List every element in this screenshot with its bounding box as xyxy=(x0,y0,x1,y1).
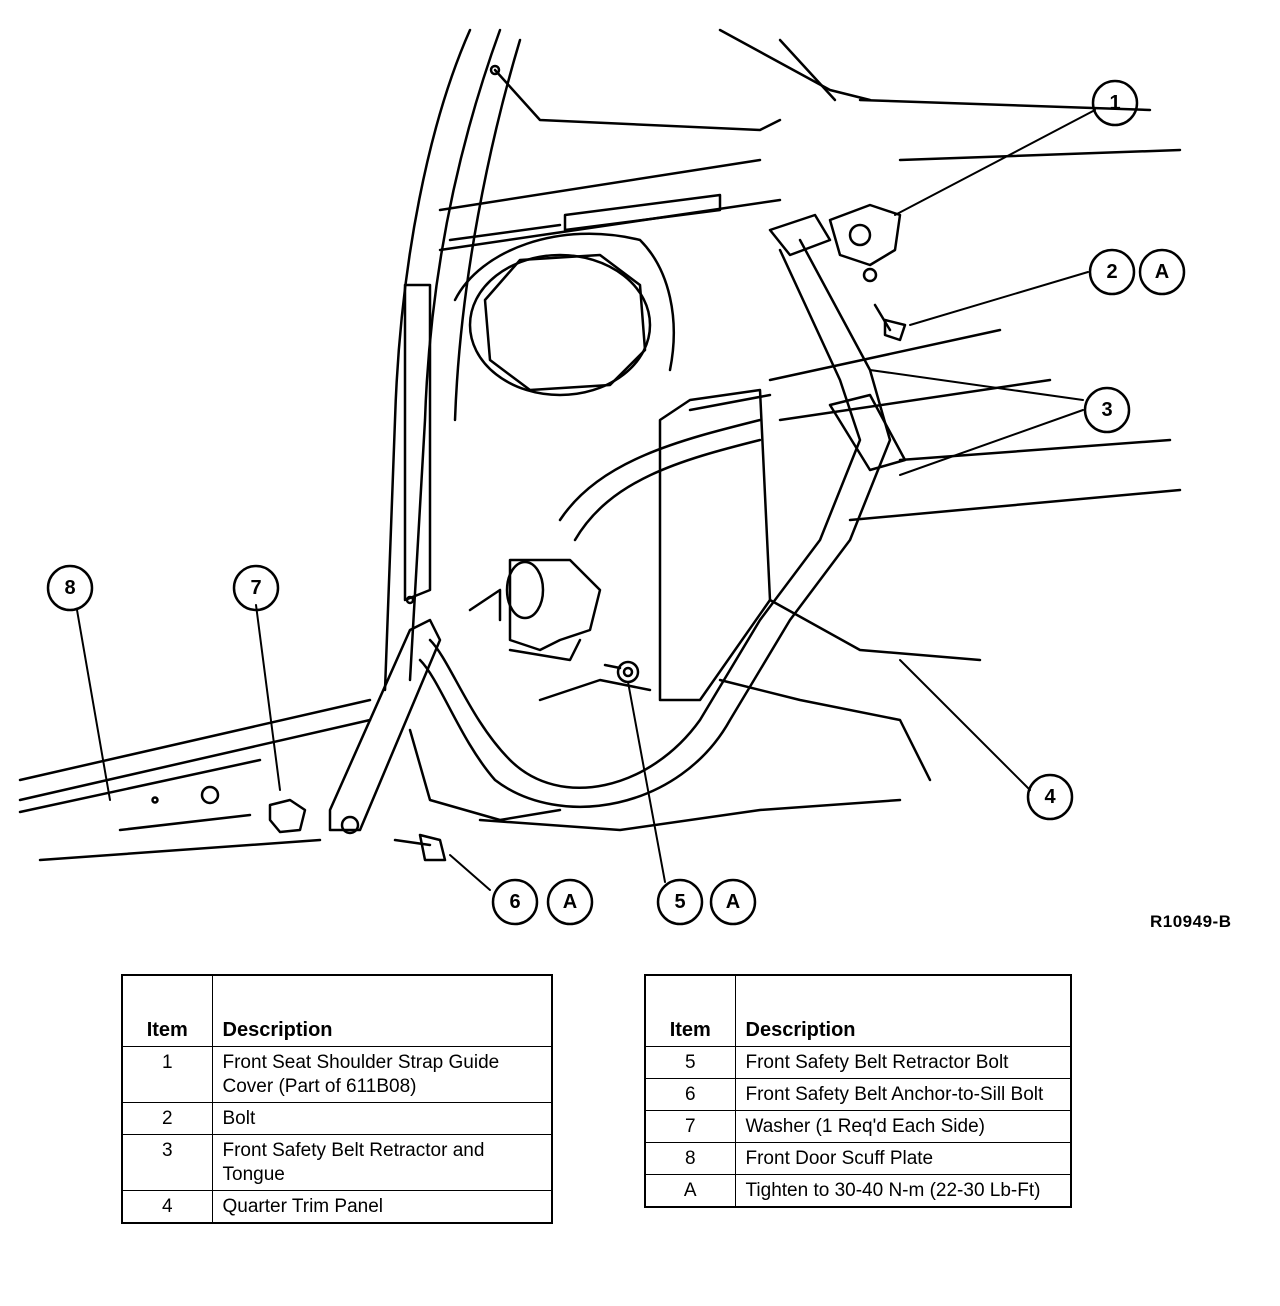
table-row: 1 Front Seat Shoulder Strap Guide Cover … xyxy=(121,1046,553,1103)
item-number: 1 xyxy=(121,1046,213,1103)
table-row: 4 Quarter Trim Panel xyxy=(121,1190,553,1224)
callout-circles xyxy=(46,79,1186,926)
table-row: 3 Front Safety Belt Retractor and Tongue xyxy=(121,1134,553,1191)
bolt-2 xyxy=(873,303,907,342)
item-column-header: Item xyxy=(121,974,213,1047)
quarter-trim-panel xyxy=(658,328,1182,702)
description-column-header: Description xyxy=(211,974,553,1047)
item-number: 2 xyxy=(121,1102,213,1135)
callout-2-label: 2 xyxy=(1106,261,1117,283)
item-number: 3 xyxy=(121,1134,213,1191)
scuff-plate xyxy=(18,698,372,862)
roof-rear-window xyxy=(493,28,1182,162)
callout-2-torque-label: A xyxy=(1155,261,1169,283)
belt-webbing xyxy=(418,238,907,808)
description-column-header: Description xyxy=(734,974,1072,1047)
item-number: 8 xyxy=(644,1142,736,1175)
package-tray xyxy=(438,158,782,397)
item-description: Front Seat Shoulder Strap Guide Cover (P… xyxy=(211,1046,553,1103)
callout-5-torque-label: A xyxy=(726,891,740,913)
washer-and-anchor-bolt xyxy=(200,785,447,862)
item-description: Bolt xyxy=(211,1102,553,1135)
item-description: Quarter Trim Panel xyxy=(211,1190,553,1224)
item-description: Front Door Scuff Plate xyxy=(734,1142,1072,1175)
shoulder-guide-cover xyxy=(768,203,902,283)
callout-5-label: 5 xyxy=(674,891,685,913)
b-pillar xyxy=(383,28,522,692)
item-number: A xyxy=(644,1174,736,1208)
item-number: 5 xyxy=(644,1046,736,1079)
item-description: Tighten to 30-40 N-m (22-30 Lb-Ft) xyxy=(734,1174,1072,1208)
table-row: A Tighten to 30-40 N-m (22-30 Lb-Ft) xyxy=(644,1174,1072,1208)
callout-7-label: 7 xyxy=(250,577,261,599)
callout-3-label: 3 xyxy=(1101,399,1112,421)
item-number: 7 xyxy=(644,1110,736,1143)
legend-table-left: Item Description 1 Front Seat Shoulder S… xyxy=(121,974,553,1224)
floor-lines xyxy=(408,678,932,832)
table-row: 8 Front Door Scuff Plate xyxy=(644,1142,1072,1175)
callout-8-label: 8 xyxy=(64,577,75,599)
table-row: 2 Bolt xyxy=(121,1102,553,1135)
callout-6-label: 6 xyxy=(509,891,520,913)
item-number: 4 xyxy=(121,1190,213,1224)
legend-table-right: Item Description 5 Front Safety Belt Ret… xyxy=(644,974,1072,1208)
callout-4-label: 4 xyxy=(1044,786,1056,808)
callout-1-label: 1 xyxy=(1109,92,1120,114)
table-row: 5 Front Safety Belt Retractor Bolt xyxy=(644,1046,1072,1079)
anchor-strap xyxy=(328,618,442,835)
callout-6-torque-label: A xyxy=(563,891,577,913)
table-row: 7 Washer (1 Req'd Each Side) xyxy=(644,1110,1072,1143)
item-column-header: Item xyxy=(644,974,736,1047)
item-description: Front Safety Belt Retractor and Tongue xyxy=(211,1134,553,1191)
item-number: 6 xyxy=(644,1078,736,1111)
retractor xyxy=(468,558,602,662)
figure-id: R10949-B xyxy=(1150,912,1232,931)
table-row: 6 Front Safety Belt Anchor-to-Sill Bolt xyxy=(644,1078,1072,1111)
retractor-bolt xyxy=(603,660,640,684)
seat-belt-installation-drawing: 1 2 A 3 4 5 A 6 A 7 8 xyxy=(18,28,1186,926)
item-description: Front Safety Belt Retractor Bolt xyxy=(734,1046,1072,1079)
item-description: Washer (1 Req'd Each Side) xyxy=(734,1110,1072,1143)
item-description: Front Safety Belt Anchor-to-Sill Bolt xyxy=(734,1078,1072,1111)
leader-lines xyxy=(76,109,1096,891)
